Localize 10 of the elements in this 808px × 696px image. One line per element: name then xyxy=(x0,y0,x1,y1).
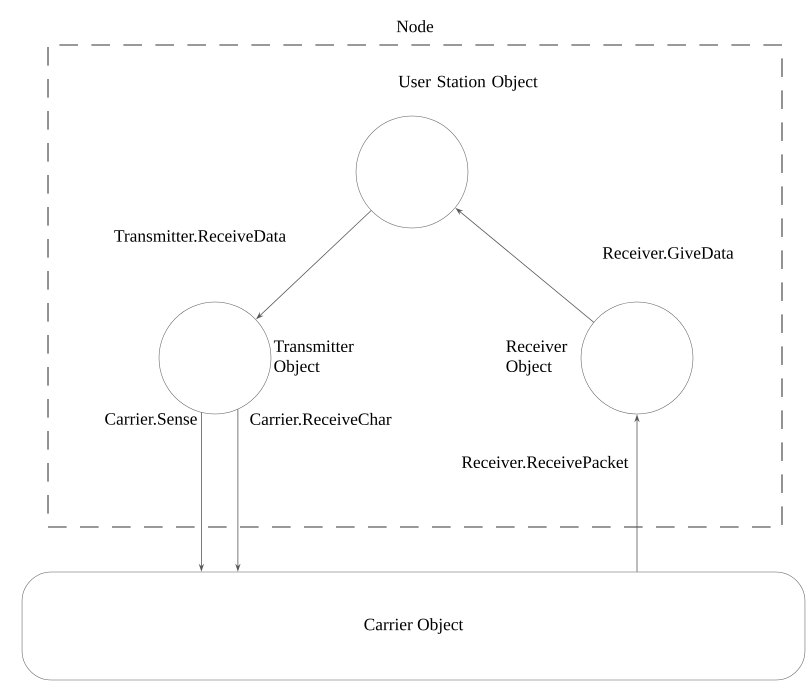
rounded-box: Carrier Object xyxy=(22,572,806,680)
edge-label: Carrier.Sense xyxy=(103,412,199,426)
edge-label: Receiver.ReceivePacket xyxy=(460,454,630,470)
edge-label: Carrier.ReceiveChar xyxy=(248,412,393,426)
object-label: Receiver Object xyxy=(506,340,568,376)
edge-label: Receiver.GiveData xyxy=(600,246,736,260)
edge-label: Transmitter.ReceiveData xyxy=(112,228,288,244)
object-label: User Station Object xyxy=(398,75,538,91)
frame-title: Node xyxy=(396,20,434,32)
object-label: Transmitter Object xyxy=(274,340,354,376)
